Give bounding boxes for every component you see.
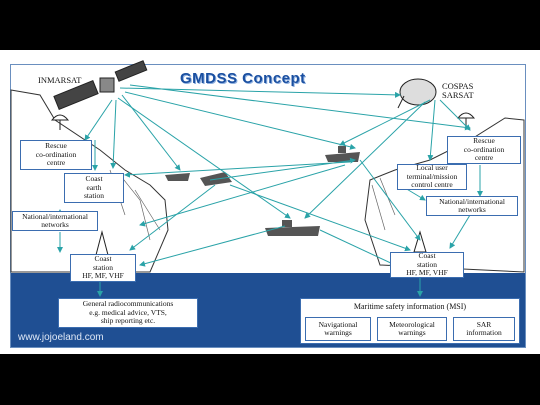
cospas-label: COSPAS SARSAT [442,82,474,100]
msi-title: Maritime safety information (MSI) [353,302,467,311]
msi-box: Maritime safety information (MSI) Naviga… [300,298,520,344]
left-dish-icon [50,114,70,130]
cospas-label-line: COSPAS [442,81,474,91]
inmarsat-satellite-icon [53,60,148,111]
cospas-satellite-icon [397,78,437,109]
communication-arrows [57,84,483,297]
ship-icon-1 [165,173,190,181]
inmarsat-label: INMARSAT [38,75,82,85]
ship-icon-4 [265,220,320,236]
watermark: www.jojoeland.com [18,332,104,343]
sarsat-label-line: SARSAT [442,90,474,100]
page-title: GMDSS Concept [180,70,306,87]
